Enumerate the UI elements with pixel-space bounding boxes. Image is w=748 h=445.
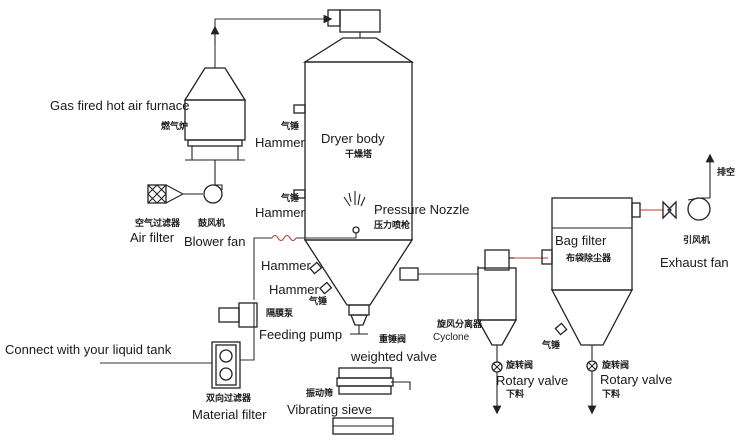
cyclone-label: Cyclone [433,332,470,343]
feed-line [240,233,357,361]
material-filter-label-zh: 双向过滤器 [206,393,252,403]
gas-furnace [183,67,247,161]
hammer-marks [293,104,333,295]
hammer-mid-label: Hammer [255,205,305,220]
hammer-cone2-label-zh: 气锤 [309,296,328,306]
dryer-to-cyclone-duct [399,266,479,281]
feeding-pump-label-zh: 隔膜泵 [266,308,294,318]
dryer-body-label: Dryer body [321,131,385,146]
exhaust-fan-label-zh: 引风机 [683,235,711,245]
rotary-valve1-label-zh: 旋转阀 [506,360,534,370]
vibrating-sieve-label: Vibrating sieve [287,402,373,417]
filter-icon [147,184,203,204]
discharge2-label-zh: 下料 [602,389,621,399]
air-filter-label-zh: 空气过滤器 [135,218,181,228]
hammer-top-label: Hammer [255,135,305,150]
gas-furnace-label-zh: 燃气炉 [161,121,189,131]
hot-air-duct [210,14,333,68]
feeding-pump-label: Feeding pump [259,327,343,342]
fan-icon [203,160,223,204]
vibrating-sieve-label-zh: 振动筛 [306,388,334,398]
weighted-valve-label: weighted valve [351,349,437,364]
material-filter [100,341,241,389]
dryer-body [302,37,415,316]
exhaust-fan-label: Exhaust fan [660,255,729,270]
nozzle-icon [343,191,366,234]
cyclone-label-zh: 旋风分离器 [437,319,483,329]
blower-fan-label-zh: 鼓风机 [198,218,226,228]
blower-fan-label: Blower fan [184,234,246,249]
vibrating-sieve [332,367,411,435]
exhaust-fan [640,153,715,221]
air-filter-label: Air filter [130,230,175,245]
bag-filter-label: Bag filter [555,233,607,248]
cyclone [476,249,548,415]
pressure-nozzle-label-zh: 压力喷枪 [374,220,411,230]
rotary-valve1-label: Rotary valve [496,373,569,388]
rotary-valve2-label-zh: 旋转阀 [602,360,630,370]
rotary-valve2-label: Rotary valve [600,372,673,387]
hammer-top-label-zh: 气锤 [281,121,300,131]
liquid-tank-label: Connect with your liquid tank [5,342,172,357]
material-filter-label: Material filter [192,407,267,422]
discharge1-label-zh: 下料 [506,389,525,399]
pressure-nozzle-label: Pressure Nozzle [374,202,470,217]
vent-label-zh: 排空 [717,167,736,177]
hammer-mid-label-zh: 气锤 [281,193,300,203]
weighted-valve-label-zh: 重锤阀 [379,334,407,344]
valve-icon [350,314,368,335]
hammer-cone1-label: Hammer [261,258,311,273]
bag-hammer-label-zh: 气锤 [542,340,561,350]
hammer-cone2-label: Hammer [269,282,319,297]
bag-filter-label-zh: 布袋除尘器 [566,253,612,263]
air-distributor [327,9,381,38]
pump-icon [218,302,258,328]
gas-furnace-label: Gas fired hot air furnace [50,98,190,113]
bag-filter [541,197,641,415]
dryer-body-label-zh: 干燥塔 [345,149,373,159]
